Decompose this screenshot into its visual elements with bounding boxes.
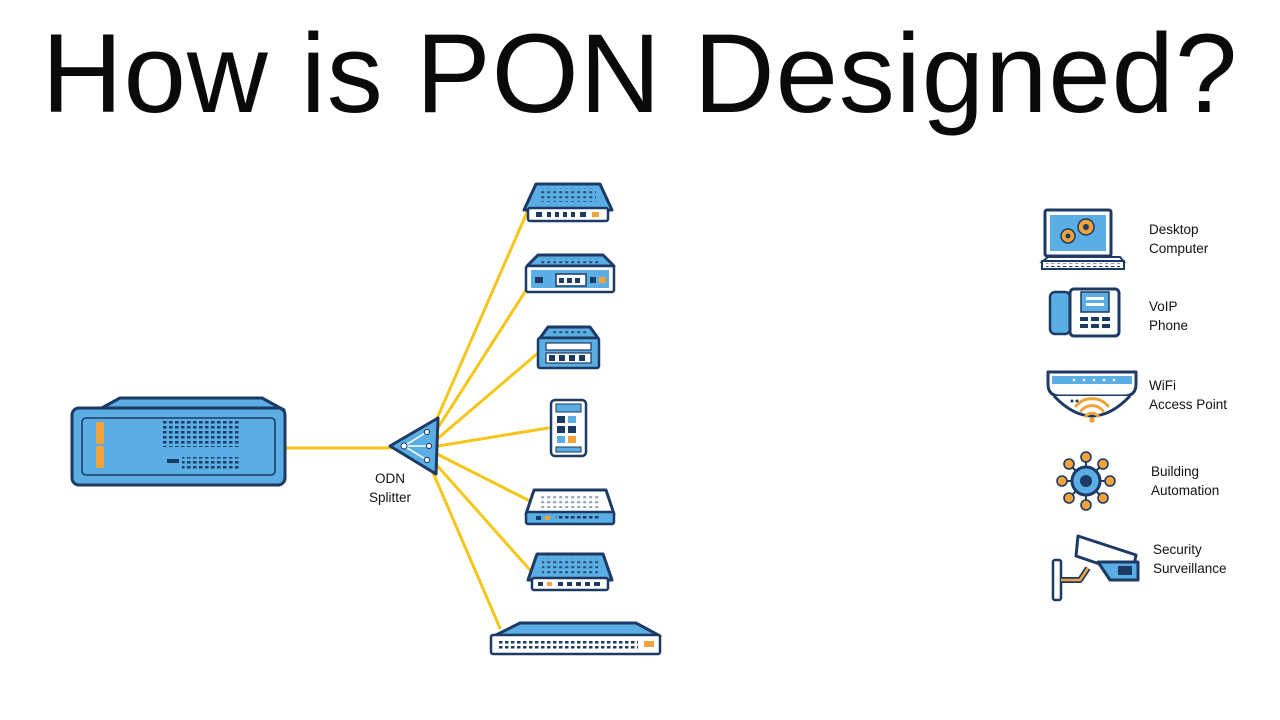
- ont-device-3-icon: [536, 325, 601, 370]
- building-automation-icon: [1056, 451, 1116, 511]
- ont-device-6-icon: [526, 552, 614, 592]
- fiber-links: [283, 208, 550, 630]
- endpoint-label-line2: Access Point: [1149, 397, 1228, 412]
- endpoint-label-wifi-access-point: WiFi Access Point: [1149, 376, 1227, 414]
- endpoint-label-line2: Surveillance: [1153, 561, 1227, 576]
- ont-device-7-icon: [489, 621, 662, 656]
- fiber-to-ont-3: [434, 351, 540, 442]
- fiber-to-ont-7: [429, 466, 502, 630]
- endpoint-label-line2: Automation: [1151, 483, 1220, 498]
- endpoint-label-building-automation: Building Automation: [1151, 462, 1219, 500]
- ont-device-1-icon: [522, 182, 614, 223]
- fiber-to-ont-2: [432, 282, 532, 436]
- endpoint-label-line1: WiFi: [1149, 378, 1176, 393]
- olt-chassis-icon: [70, 396, 287, 487]
- splitter-label-line2: Splitter: [368, 490, 412, 505]
- endpoint-label-line2: Phone: [1149, 318, 1189, 333]
- odn-splitter-icon: [388, 416, 440, 476]
- page-title: How is PON Designed?: [41, 11, 1239, 136]
- endpoint-label-line1: Security: [1153, 542, 1202, 557]
- endpoint-label-line1: Building: [1151, 464, 1200, 479]
- voip-phone-icon: [1048, 287, 1121, 338]
- endpoint-label-security-surveillance: Security Surveillance: [1153, 540, 1227, 578]
- fiber-to-ont-5: [435, 452, 530, 502]
- ont-device-2-icon: [524, 253, 616, 294]
- endpoint-label-desktop-computer: Desktop Computer: [1149, 220, 1208, 258]
- ont-device-5-icon: [524, 488, 616, 526]
- splitter-label-line1: ODN: [375, 471, 405, 486]
- fiber-to-ont-4: [436, 426, 550, 448]
- endpoint-label-line1: Desktop: [1149, 222, 1199, 237]
- fiber-to-ont-1: [430, 208, 530, 432]
- endpoint-label-line1: VoIP: [1149, 299, 1178, 314]
- wifi-access-point-icon: [1046, 370, 1138, 423]
- splitter-label: ODN Splitter: [362, 469, 418, 507]
- fiber-to-ont-6: [432, 460, 532, 572]
- ont-device-4-icon: [549, 398, 588, 458]
- security-camera-icon: [1051, 534, 1140, 602]
- endpoint-label-voip-phone: VoIP Phone: [1149, 297, 1188, 335]
- endpoint-label-line2: Computer: [1149, 241, 1209, 256]
- desktop-computer-icon: [1039, 208, 1127, 270]
